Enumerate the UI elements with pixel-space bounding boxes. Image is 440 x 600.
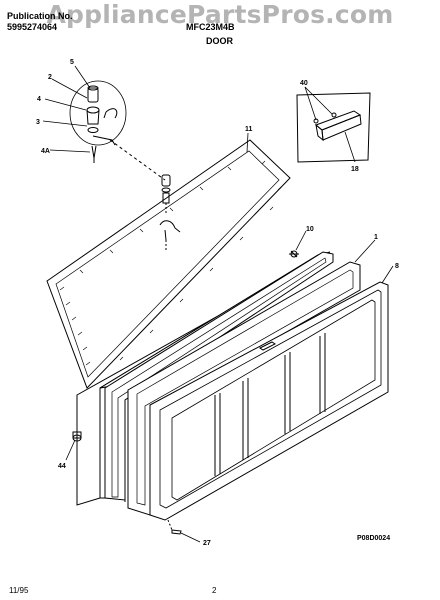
callout-44: 44 bbox=[58, 463, 66, 470]
callout-27: 27 bbox=[203, 540, 211, 547]
watermark: AppliancePartsPros.com bbox=[46, 0, 394, 29]
callout-4a: 4A bbox=[41, 148, 50, 155]
callout-4: 4 bbox=[37, 96, 41, 103]
publication-number: 5995274064 bbox=[7, 22, 58, 32]
model-number: MFC23M4B bbox=[186, 22, 235, 32]
footer-page: 2 bbox=[212, 586, 217, 595]
callout-10: 10 bbox=[306, 226, 314, 233]
callout-11: 11 bbox=[245, 126, 253, 133]
callout-5: 5 bbox=[70, 59, 74, 66]
handle-detail-box bbox=[296, 92, 371, 163]
callout-40: 40 bbox=[300, 80, 308, 87]
leader-lines bbox=[42, 65, 394, 543]
door-inner-panel bbox=[149, 281, 389, 521]
publication-label: Publication No. bbox=[7, 11, 73, 21]
door-gasket bbox=[46, 139, 291, 389]
diagram-code: P08D0024 bbox=[357, 535, 390, 542]
callout-8: 8 bbox=[395, 263, 399, 270]
hinge-assembly bbox=[69, 80, 181, 252]
callout-2: 2 bbox=[48, 74, 52, 81]
callout-18: 18 bbox=[351, 166, 359, 173]
part-44 bbox=[72, 395, 82, 442]
callout-3: 3 bbox=[36, 119, 40, 126]
footer-date: 11/95 bbox=[9, 586, 29, 595]
section-title: DOOR bbox=[206, 36, 233, 46]
screw-27 bbox=[167, 519, 182, 535]
callout-labels: 5 2 4 3 4A 11 40 18 10 1 8 44 27 P08D002… bbox=[36, 59, 399, 547]
door-outer-panel bbox=[104, 251, 334, 502]
screw-10 bbox=[289, 250, 299, 258]
callout-1: 1 bbox=[374, 234, 378, 241]
